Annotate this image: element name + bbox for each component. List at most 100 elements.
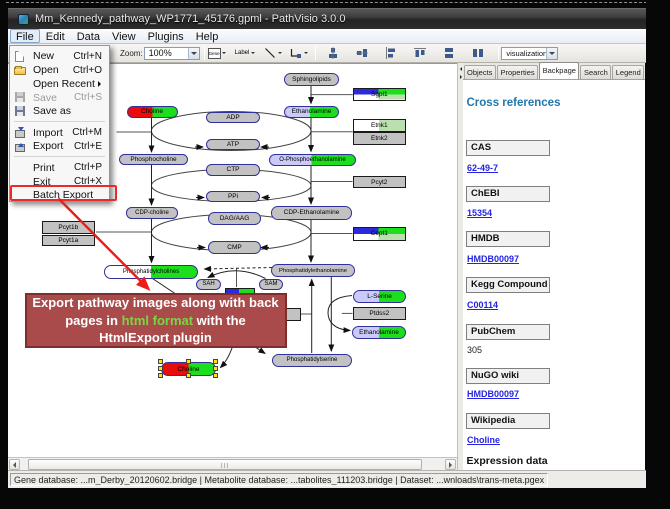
label-caret-icon[interactable] (249, 50, 256, 56)
common-height-button[interactable] (471, 46, 485, 61)
node-cmp[interactable]: CMP (208, 241, 261, 254)
node-sgpl1[interactable]: Sgpl1 (352, 88, 406, 101)
node-pcyt1a[interactable]: Pcyt1a (41, 234, 95, 246)
tab-objects[interactable]: Objects (463, 65, 496, 79)
selection-handle[interactable] (213, 359, 218, 364)
align-top-icon (413, 48, 426, 57)
common-width-button[interactable] (442, 46, 456, 61)
node-cept1[interactable]: Cept1 (352, 226, 406, 241)
crossref-link[interactable]: 62-49-7 (467, 162, 499, 173)
node-sah[interactable]: SAH (196, 278, 221, 290)
zoom-value: 100% (148, 48, 172, 58)
node-ppi[interactable]: PPi (206, 190, 260, 202)
file-menu-item-save-as[interactable]: Save as (11, 104, 109, 118)
new-line-button[interactable] (263, 46, 284, 61)
visualization-caret-icon[interactable] (546, 47, 558, 59)
align-center-horizontal-button[interactable] (326, 46, 340, 61)
node-etnk1[interactable]: Etnk1 (352, 118, 406, 132)
file-menu-item-label: Export (33, 140, 64, 153)
file-menu-item-export[interactable]: Export Ctrl+E (11, 139, 109, 153)
node-phosphocholine[interactable]: Phosphocholine (119, 153, 188, 165)
collapse-right-icon[interactable] (460, 75, 464, 79)
node-pcyt2[interactable]: Pcyt2 (352, 176, 406, 188)
tab-backpage[interactable]: Backpage (539, 62, 580, 79)
tab-search[interactable]: Search (580, 65, 612, 79)
splitpane-divider[interactable] (457, 63, 463, 470)
node-adp[interactable]: ADP (206, 111, 260, 123)
node-ptdss2[interactable]: Ptdss2 (352, 306, 406, 320)
align-top-button[interactable] (413, 46, 427, 61)
line-caret-icon[interactable] (276, 50, 283, 56)
node-label: Ethanolamine (359, 329, 399, 336)
tab-legend[interactable]: Legend (612, 65, 645, 79)
zoom-combobox[interactable]: 100% (143, 46, 200, 60)
menubar-item-file[interactable]: File (10, 29, 40, 43)
node-label: Ethanolamine (291, 108, 332, 116)
crossref-link[interactable]: HMDB00097 (467, 388, 520, 399)
menubar-item-edit[interactable]: Edit (45, 31, 65, 43)
menubar-item-view[interactable]: View (111, 31, 136, 43)
node-sphingolipids[interactable]: Sphingolipids (284, 72, 339, 86)
canvas-horizontal-scrollbar[interactable] (8, 457, 457, 470)
collapse-left-icon[interactable] (458, 67, 462, 71)
selection-handle[interactable] (158, 366, 163, 371)
menubar-item-data[interactable]: Data (76, 31, 100, 43)
selection-handle[interactable] (185, 359, 191, 364)
scroll-right-arrow-icon[interactable] (445, 459, 456, 470)
node-choline-top[interactable]: Choline (126, 105, 178, 118)
node-cdp-ethanolamine[interactable]: CDP-Ethanolamine (271, 206, 352, 220)
visualization-combobox[interactable]: visualization (501, 46, 559, 60)
node-ctp[interactable]: CTP (206, 164, 260, 176)
menubar-item-plugins[interactable]: Plugins (147, 31, 184, 43)
node-cdp-choline[interactable]: CDP-choline (126, 207, 178, 219)
no-icon (14, 162, 26, 173)
file-menu-item-shortcut: Ctrl+E (73, 140, 102, 152)
node-etnk2[interactable]: Etnk2 (352, 132, 406, 145)
crossref-link[interactable]: 15354 (467, 207, 493, 218)
new-gene-button[interactable]: Gene (207, 46, 229, 61)
crossref-link[interactable]: HMDB00097 (467, 253, 520, 264)
node-phosphatidylserine[interactable]: Phosphatidylserine (272, 353, 352, 367)
node-sam[interactable]: SAM (259, 278, 283, 290)
node-dag-aag[interactable]: DAG/AAG (208, 212, 261, 225)
node-phosphatidylethanolamine[interactable]: Phosphatidylethanolamine (271, 264, 355, 277)
node-phosphatidylcholines[interactable]: Phosphatidylcholines (104, 264, 198, 279)
crossref-link[interactable]: C00114 (467, 299, 499, 310)
align-center-vertical-button[interactable] (355, 46, 369, 61)
scrollbar-thumb[interactable] (28, 459, 422, 470)
node-ethanolamine-bottom[interactable]: Ethanolamine (352, 326, 406, 339)
node-label: Pcyt2 (371, 178, 388, 186)
selection-handle[interactable] (213, 366, 218, 371)
tab-properties[interactable]: Properties (496, 65, 539, 79)
node-ethanolamine-top[interactable]: Ethanolamine (284, 105, 339, 118)
node-atp[interactable]: ATP (206, 138, 260, 150)
selection-handle[interactable] (158, 373, 163, 378)
align-left-button[interactable] (384, 46, 398, 61)
node-l-serine[interactable]: L-Serine (352, 289, 407, 303)
connector-caret-icon[interactable] (302, 50, 309, 56)
gene-caret-icon[interactable] (221, 50, 228, 56)
crossref-section-nugo-wiki: NuGO wiki (466, 367, 550, 384)
zoom-caret-icon[interactable] (187, 47, 199, 59)
file-menu-item-open-recent[interactable]: Open Recent (11, 77, 109, 91)
selection-handle[interactable] (185, 373, 191, 378)
selection-handle[interactable] (158, 359, 163, 364)
selection-handle[interactable] (213, 373, 218, 378)
new-label-button[interactable]: Label (234, 46, 258, 61)
toolbar: Zoom: 100% Gene Label visualization (8, 44, 646, 63)
node-psd[interactable] (285, 307, 301, 321)
crossref-link[interactable]: Choline (467, 435, 500, 445)
node-pcyt1b[interactable]: Pcyt1b (41, 221, 95, 234)
new-connector-button[interactable] (289, 46, 310, 61)
menubar-item-help[interactable]: Help (195, 31, 219, 43)
scroll-left-arrow-icon[interactable] (9, 459, 20, 470)
node-o-phosphoethanolamine[interactable]: O-Phosphoethanolamine (269, 153, 356, 166)
